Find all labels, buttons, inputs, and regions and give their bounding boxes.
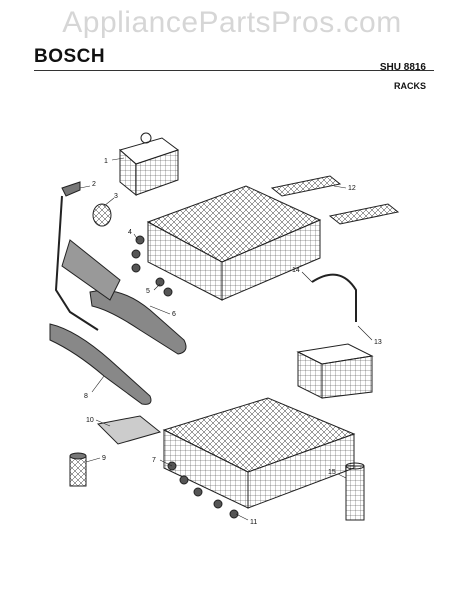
spray-arm-bracket xyxy=(54,181,99,331)
filter-disc xyxy=(92,203,112,227)
model-number: SHU 8816 xyxy=(379,62,426,73)
callout-2: 2 xyxy=(92,181,96,188)
callout-7: 7 xyxy=(152,457,156,464)
upper-spray-arm xyxy=(61,239,187,355)
watermark: AppliancePartsPros.com xyxy=(62,6,402,39)
section-title: RACKS xyxy=(393,81,426,91)
basket-handle xyxy=(311,273,357,322)
leader-lines xyxy=(79,157,373,521)
callout-14: 14 xyxy=(292,267,300,274)
lower-spray-arm xyxy=(49,323,152,405)
callout-15: 15 xyxy=(328,469,336,476)
lower-rack xyxy=(162,397,356,519)
callout-labels: 1 2 3 4 5 6 7 8 9 10 11 12 13 14 15 xyxy=(84,158,382,526)
callout-4: 4 xyxy=(128,229,132,236)
cutlery-basket xyxy=(296,343,374,399)
flat-filter xyxy=(96,415,162,445)
header-divider xyxy=(34,70,434,71)
callout-10: 10 xyxy=(86,417,94,424)
callout-11: 11 xyxy=(250,519,257,526)
callout-13: 13 xyxy=(374,339,382,346)
callout-5: 5 xyxy=(146,288,150,295)
callout-12: 12 xyxy=(348,185,356,192)
callout-8: 8 xyxy=(84,393,88,400)
silverware-basket xyxy=(118,132,180,197)
fine-filter xyxy=(69,452,87,487)
upper-rack xyxy=(131,185,322,301)
callout-9: 9 xyxy=(102,455,106,462)
callout-6: 6 xyxy=(172,311,176,318)
cup-shelves xyxy=(270,175,400,225)
small-basket xyxy=(345,462,365,521)
callout-1: 1 xyxy=(104,158,108,165)
brand-logo: BOSCH xyxy=(34,46,106,67)
callout-3: 3 xyxy=(114,193,118,200)
